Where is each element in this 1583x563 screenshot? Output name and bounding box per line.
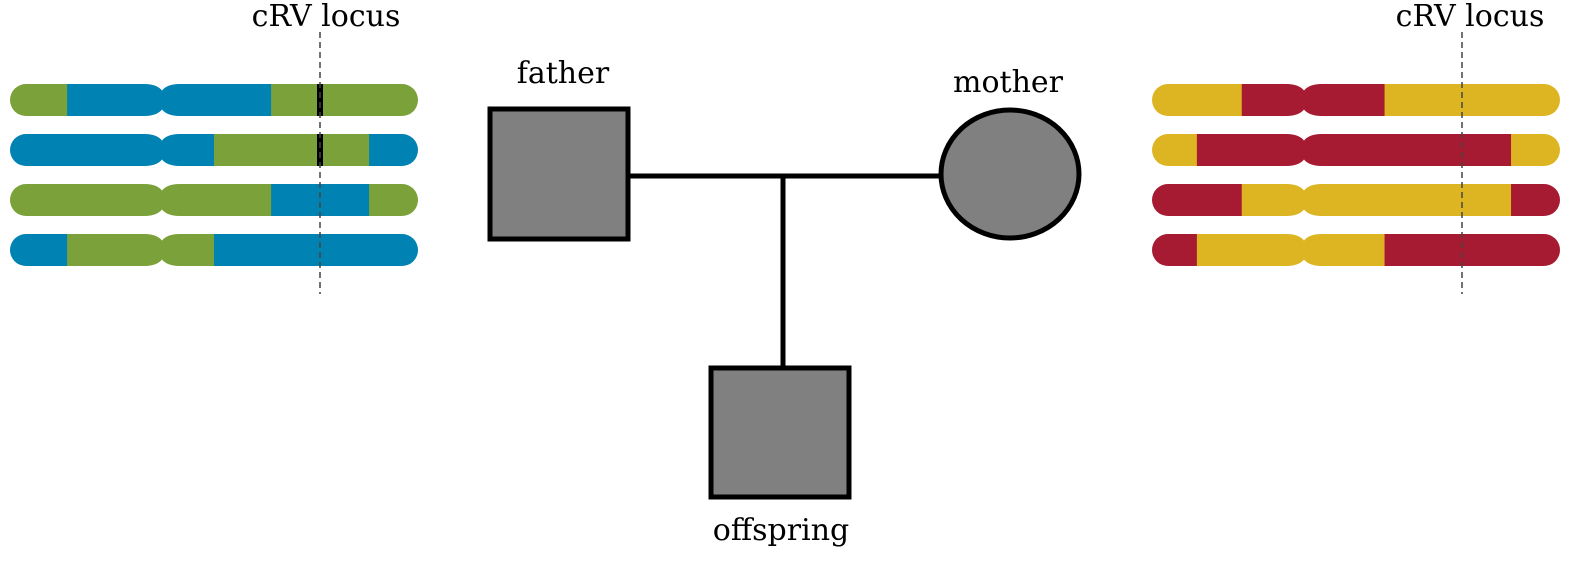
father-chromosome-1-segment-2 — [67, 84, 166, 116]
father-chromosome-2-variant-marker — [317, 134, 323, 166]
father-label: father — [517, 56, 610, 91]
mother-chromosome-4-segment-1 — [1152, 234, 1198, 266]
father-chromosome-1-segment-3 — [165, 84, 272, 116]
mother-chromosome-1 — [1152, 84, 1560, 116]
father-chromosome-4-segment-1 — [10, 234, 68, 266]
mother-chromosome-4-segment-2 — [1196, 234, 1386, 266]
father-chromosome-2 — [10, 134, 418, 166]
father-chromosome-2-segment-1 — [10, 134, 215, 166]
father-chromosome-3-segment-1 — [10, 184, 272, 216]
mother-chromosome-3 — [1152, 184, 1560, 216]
mother-chromosome-3-segment-2 — [1241, 184, 1512, 216]
mother-node — [938, 107, 1082, 241]
father-chromosome-4 — [10, 234, 418, 266]
mother-chromosome-2 — [1152, 134, 1560, 166]
father-node — [487, 106, 631, 242]
father-chromosome-set — [10, 84, 418, 266]
father-chromosome-1-segment-4 — [271, 84, 418, 116]
father-chromosome-1-segment-1 — [10, 84, 68, 116]
mother-chromosome-set — [1152, 84, 1560, 266]
father-chromosome-1-variant-marker — [317, 84, 323, 116]
right-locus-label: cRV locus — [1396, 0, 1545, 34]
father-chromosome-4-segment-2 — [67, 234, 215, 266]
father-chromosome-3 — [10, 184, 418, 216]
father-chromosome-2-segment-2 — [214, 134, 370, 166]
left-locus-label: cRV locus — [252, 0, 401, 34]
mother-chromosome-3-segment-3 — [1511, 184, 1560, 216]
mother-label: mother — [953, 65, 1064, 100]
mother-chromosome-2-segment-2 — [1196, 134, 1512, 166]
offspring-label: offspring — [713, 513, 849, 548]
mother-chromosome-4-segment-3 — [1384, 234, 1560, 266]
mother-chromosome-2-segment-1 — [1152, 134, 1198, 166]
father-chromosome-2-segment-3 — [369, 134, 418, 166]
father-chromosome-1 — [10, 84, 418, 116]
mother-chromosome-1-segment-2 — [1241, 84, 1386, 116]
mother-chromosome-4 — [1152, 234, 1560, 266]
mother-chromosome-3-segment-1 — [1152, 184, 1243, 216]
mother-chromosome-1-segment-1 — [1152, 84, 1243, 116]
father-chromosome-4-segment-3 — [214, 234, 418, 266]
father-chromosome-3-segment-3 — [369, 184, 418, 216]
mother-chromosome-1-segment-3 — [1384, 84, 1560, 116]
mother-chromosome-2-segment-3 — [1511, 134, 1560, 166]
offspring-node — [708, 365, 852, 500]
father-chromosome-3-segment-2 — [271, 184, 370, 216]
